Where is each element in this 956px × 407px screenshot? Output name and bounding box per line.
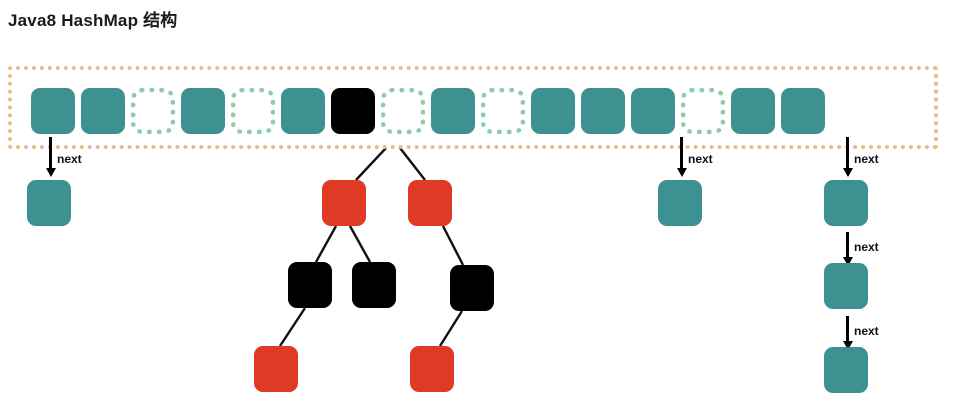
chain-bucket-14-next-label-0: next bbox=[854, 152, 879, 166]
bucket-slot-7-empty[interactable] bbox=[381, 88, 425, 134]
tree-node-n2-red[interactable] bbox=[408, 180, 452, 226]
tree-node-n6-red[interactable] bbox=[254, 346, 298, 392]
tree-node-n5-black[interactable] bbox=[450, 265, 494, 311]
tree-node-n1-red[interactable] bbox=[322, 180, 366, 226]
chain-bucket-12-next-arrow-0 bbox=[676, 137, 687, 177]
bucket-slot-14-filled[interactable] bbox=[731, 88, 775, 134]
tree-edge-n3-to-n6 bbox=[278, 307, 307, 347]
tree-edge-root-to-n1 bbox=[355, 147, 387, 181]
bucket-slot-2-empty[interactable] bbox=[131, 88, 175, 134]
tree-edge-n2-to-n5 bbox=[441, 225, 465, 266]
chain-bucket-14-next-arrow-2 bbox=[842, 316, 853, 350]
tree-node-n4-black[interactable] bbox=[352, 262, 396, 308]
tree-edge-n5-to-n7 bbox=[438, 310, 464, 347]
chain-bucket-14-node-0[interactable] bbox=[824, 180, 868, 226]
bucket-slot-9-empty[interactable] bbox=[481, 88, 525, 134]
bucket-slot-11-filled[interactable] bbox=[581, 88, 625, 134]
chain-bucket-14-node-1[interactable] bbox=[824, 263, 868, 309]
tree-edge-n1-to-n3 bbox=[314, 225, 338, 263]
chain-bucket-0-next-label-0: next bbox=[57, 152, 82, 166]
bucket-slot-12-filled[interactable] bbox=[631, 88, 675, 134]
chain-bucket-14-next-label-1: next bbox=[854, 240, 879, 254]
chain-bucket-12-node-0[interactable] bbox=[658, 180, 702, 226]
bucket-slot-4-empty[interactable] bbox=[231, 88, 275, 134]
bucket-slot-3-filled[interactable] bbox=[181, 88, 225, 134]
chain-bucket-0-next-arrow-0 bbox=[45, 137, 56, 177]
tree-edge-n1-to-n4 bbox=[348, 225, 372, 263]
chain-bucket-14-next-arrow-0 bbox=[842, 137, 853, 177]
bucket-slot-5-filled[interactable] bbox=[281, 88, 325, 134]
tree-edge-root-to-n2 bbox=[399, 147, 426, 181]
chain-bucket-14-next-arrow-1 bbox=[842, 232, 853, 266]
chain-bucket-12-next-label-0: next bbox=[688, 152, 713, 166]
tree-node-n3-black[interactable] bbox=[288, 262, 332, 308]
bucket-slot-13-empty[interactable] bbox=[681, 88, 725, 134]
chain-bucket-0-node-0[interactable] bbox=[27, 180, 71, 226]
bucket-slot-8-filled[interactable] bbox=[431, 88, 475, 134]
tree-node-n7-red[interactable] bbox=[410, 346, 454, 392]
hash-bucket-array bbox=[8, 66, 938, 149]
chain-bucket-14-node-2[interactable] bbox=[824, 347, 868, 393]
bucket-slot-6-black[interactable] bbox=[331, 88, 375, 134]
bucket-slot-10-filled[interactable] bbox=[531, 88, 575, 134]
bucket-slot-0-filled[interactable] bbox=[31, 88, 75, 134]
bucket-slot-15-filled[interactable] bbox=[781, 88, 825, 134]
chain-bucket-14-next-label-2: next bbox=[854, 324, 879, 338]
page-title: Java8 HashMap 结构 bbox=[8, 11, 178, 30]
bucket-slot-1-filled[interactable] bbox=[81, 88, 125, 134]
